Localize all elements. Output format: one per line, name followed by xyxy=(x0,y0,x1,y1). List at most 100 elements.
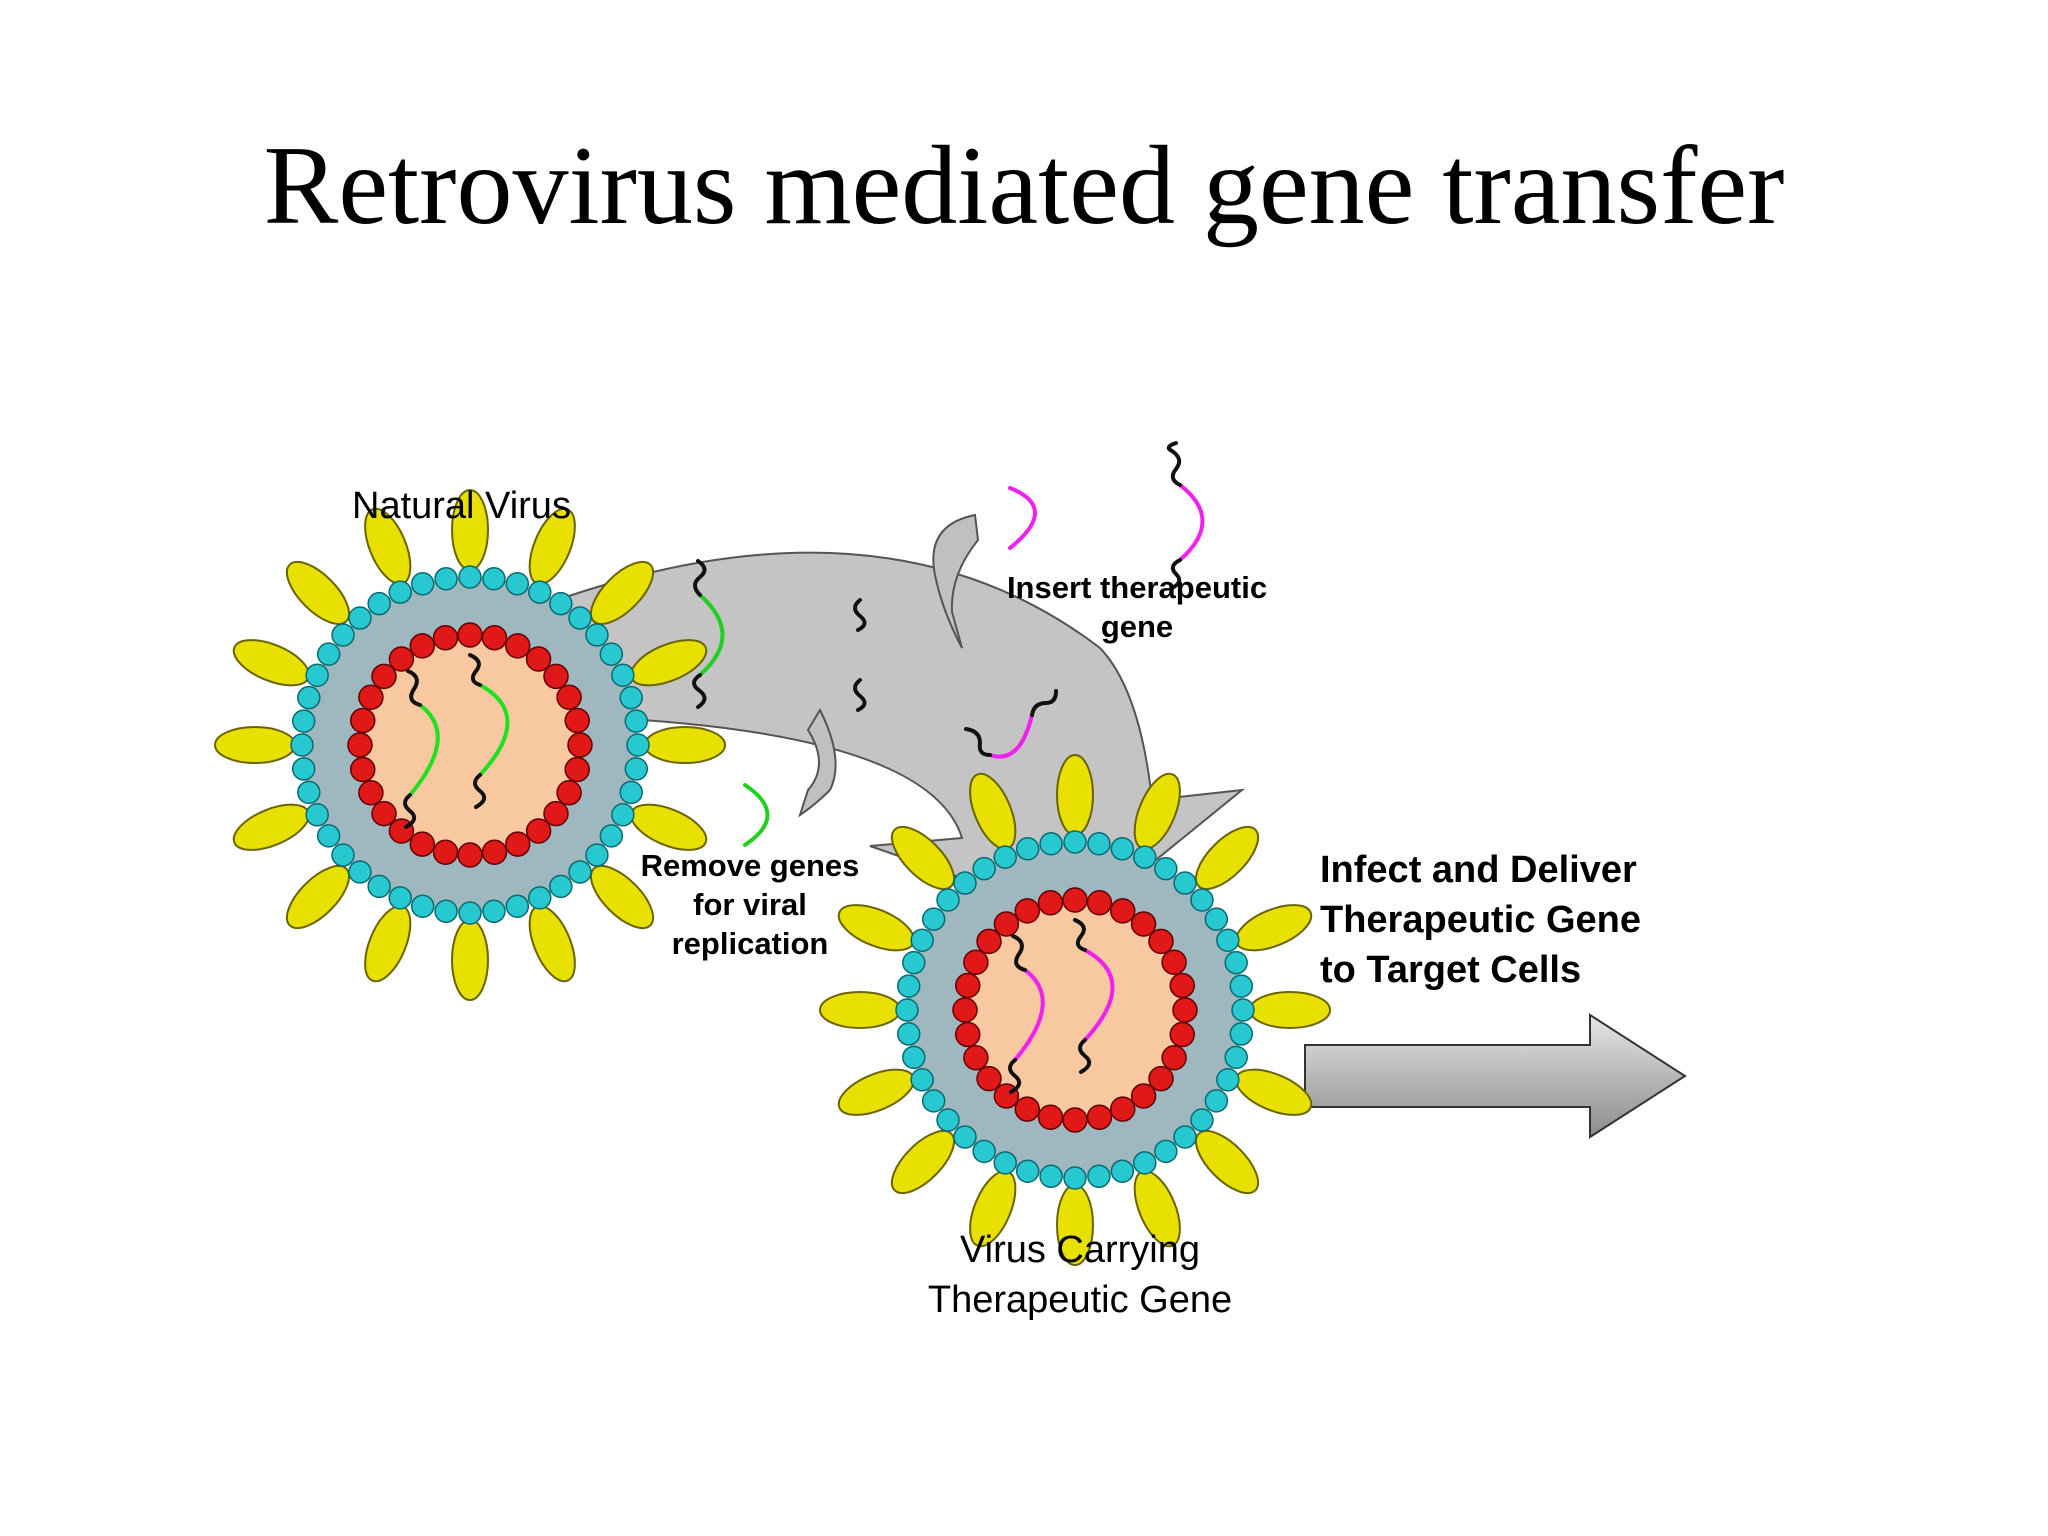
envelope-bead xyxy=(348,606,372,630)
core-bead xyxy=(481,839,508,865)
virus-spike xyxy=(590,865,655,930)
virus-spike xyxy=(590,560,655,625)
core-bead xyxy=(1086,1104,1113,1130)
core-bead xyxy=(504,633,531,659)
infect-deliver-label: Infect and Deliver Therapeutic Gene to T… xyxy=(1320,849,1641,991)
virus-spike xyxy=(285,865,350,930)
core-bead xyxy=(976,928,1002,955)
virus-spike xyxy=(1249,991,1331,1029)
core-bead xyxy=(1037,890,1064,916)
envelope-bead xyxy=(482,899,506,924)
envelope-bead xyxy=(1204,907,1229,931)
core-bead xyxy=(371,663,397,690)
envelope-bead xyxy=(902,950,926,975)
envelope-bead xyxy=(1173,871,1197,895)
delivery-arrow xyxy=(1304,1013,1687,1139)
core-bead xyxy=(1062,1107,1088,1133)
envelope-bead xyxy=(599,824,624,848)
envelope-bead xyxy=(348,860,372,884)
envelope-bead xyxy=(1154,856,1178,881)
virus-spike xyxy=(285,560,350,625)
envelope-bead xyxy=(1015,837,1040,861)
core-bead xyxy=(955,1021,981,1048)
core-bead xyxy=(1037,1104,1064,1130)
core-bead xyxy=(388,646,415,672)
envelope-bead xyxy=(1190,888,1214,912)
envelope-bead xyxy=(388,580,412,604)
envelope-bead xyxy=(1087,831,1111,856)
envelope-bead xyxy=(367,874,391,899)
envelope-bead xyxy=(568,860,592,884)
core-genes xyxy=(403,653,510,829)
core-bead xyxy=(1172,997,1198,1023)
core-bead xyxy=(952,997,978,1023)
envelope-bead xyxy=(910,928,934,952)
envelope-bead xyxy=(528,886,552,910)
core-bead xyxy=(1109,1096,1136,1122)
envelope-bead xyxy=(528,580,552,604)
virus-spike xyxy=(1056,754,1094,836)
core-bead xyxy=(1014,898,1041,924)
core-bead xyxy=(350,756,376,783)
core-bead xyxy=(1130,1083,1157,1109)
envelope-bead xyxy=(972,856,996,881)
core-bead xyxy=(1161,949,1187,976)
envelope-bead xyxy=(585,623,609,647)
envelope-bead xyxy=(1173,1125,1197,1149)
core-bead xyxy=(1014,1096,1041,1122)
gene-fragments xyxy=(692,441,1205,847)
core-bead xyxy=(1169,972,1195,999)
core-bead xyxy=(347,732,373,758)
envelope-bead xyxy=(434,566,458,591)
core-bead xyxy=(556,779,582,806)
insert-swirl-arrow xyxy=(932,513,980,649)
core-bead xyxy=(963,1044,989,1071)
virus-spike xyxy=(890,825,955,890)
envelope-bead xyxy=(388,886,412,910)
envelope-bead xyxy=(910,1068,934,1092)
envelope-bead xyxy=(458,901,482,925)
therapeutic-gene-with-ends xyxy=(1178,483,1205,562)
envelope-bead xyxy=(1039,831,1063,856)
virus-spike xyxy=(819,991,901,1029)
envelope-bead xyxy=(505,572,530,596)
envelope-bead xyxy=(624,709,649,733)
virus-spike xyxy=(528,905,576,983)
core-bead xyxy=(556,684,582,711)
virus-spike xyxy=(1235,904,1313,952)
envelope-bead xyxy=(1190,1108,1214,1132)
virus-spike xyxy=(451,919,489,1001)
envelope-bead xyxy=(936,1108,960,1132)
envelope-bead xyxy=(1110,837,1135,861)
envelope-bead xyxy=(993,1151,1017,1175)
envelope-bead xyxy=(549,874,573,899)
envelope-bead xyxy=(305,803,329,827)
envelope-bead xyxy=(902,1045,926,1070)
core-bead xyxy=(504,831,531,857)
core-bead xyxy=(1130,911,1157,937)
core-bead xyxy=(358,779,384,806)
envelope-bead xyxy=(1229,974,1254,998)
envelope-bead xyxy=(1204,1089,1229,1113)
core-bead xyxy=(1086,890,1113,916)
natural-virus-label: Natural Virus xyxy=(352,485,571,527)
virus-spike xyxy=(1195,825,1260,890)
therapeutic-gene-fragment xyxy=(988,713,1034,759)
envelope-bead xyxy=(1216,928,1240,952)
virus-spike xyxy=(644,726,726,764)
virus-spike xyxy=(837,1068,915,1116)
envelope-bead xyxy=(290,733,314,757)
envelope-bead xyxy=(1216,1068,1240,1092)
core-bead xyxy=(955,972,981,999)
core-bead xyxy=(350,707,376,734)
core-bead xyxy=(525,646,552,672)
envelope-bead xyxy=(896,974,921,998)
virus-spike xyxy=(890,1130,955,1195)
virus-spike xyxy=(232,803,310,851)
envelope-bead xyxy=(993,845,1017,869)
core-bead xyxy=(1109,898,1136,924)
envelope-bead xyxy=(505,894,530,918)
envelope-bead xyxy=(1087,1164,1111,1189)
